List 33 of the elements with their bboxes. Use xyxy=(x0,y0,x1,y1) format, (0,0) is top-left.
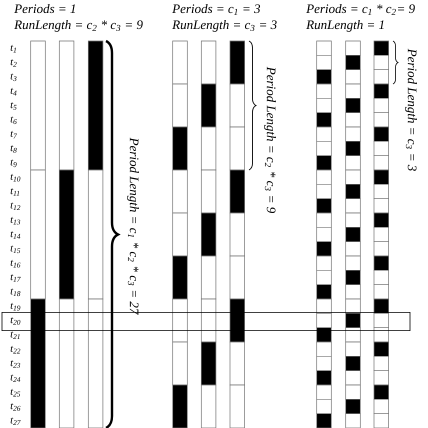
time-label: t$_{4}$ xyxy=(10,88,17,96)
time-label: t$_{26}$ xyxy=(10,403,20,411)
time-label: t$_{23}$ xyxy=(10,360,20,368)
group-heading: Periods = 1 xyxy=(14,4,76,14)
period-length-label: Period Length = c$_{3}$ = 3 xyxy=(405,48,417,171)
time-label: t$_{15}$ xyxy=(10,246,20,254)
group-heading: RunLength = 1 xyxy=(306,20,384,32)
time-label: t$_{3}$ xyxy=(10,74,17,82)
time-label: t$_{6}$ xyxy=(10,116,17,124)
time-label: t$_{25}$ xyxy=(10,388,20,397)
time-label: t$_{22}$ xyxy=(10,346,20,354)
time-label: t$_{8}$ xyxy=(10,145,17,153)
group-heading: RunLength = c$_{2}$ * c$_{3}$ = 9 xyxy=(14,20,143,32)
period-length-label: Period Length = c$_{1}$ * c$_{2}$ * c$_{3}$ = 27 xyxy=(127,138,139,315)
time-label: t$_{11}$ xyxy=(10,188,20,196)
time-label: t$_{2}$ xyxy=(10,59,17,67)
period-length-label: Period Length = c$_{2}$ * c$_{3}$ = 9 xyxy=(264,66,276,214)
time-label: t$_{14}$ xyxy=(10,231,20,239)
group-heading: RunLength = c$_{3}$ = 3 xyxy=(172,20,277,32)
time-label: t$_{9}$ xyxy=(10,160,17,168)
group-heading: Periods = c$_{1}$ * c$_{2}$= 9 xyxy=(306,4,415,15)
time-label: t$_{24}$ xyxy=(10,374,20,382)
time-label: t$_{5}$ xyxy=(10,102,17,110)
time-label: t$_{18}$ xyxy=(10,288,20,296)
time-label: t$_{1}$ xyxy=(10,44,16,52)
time-label: t$_{12}$ xyxy=(10,202,20,210)
time-label: t$_{16}$ xyxy=(10,260,20,268)
time-label: t$_{7}$ xyxy=(10,130,18,138)
time-label: t$_{10}$ xyxy=(10,174,20,182)
group-heading: Periods = c$_{1}$ = 3 xyxy=(172,4,260,15)
time-label: t$_{17}$ xyxy=(10,274,21,282)
time-label: t$_{13}$ xyxy=(10,216,20,225)
time-label: t$_{27}$ xyxy=(10,418,21,426)
